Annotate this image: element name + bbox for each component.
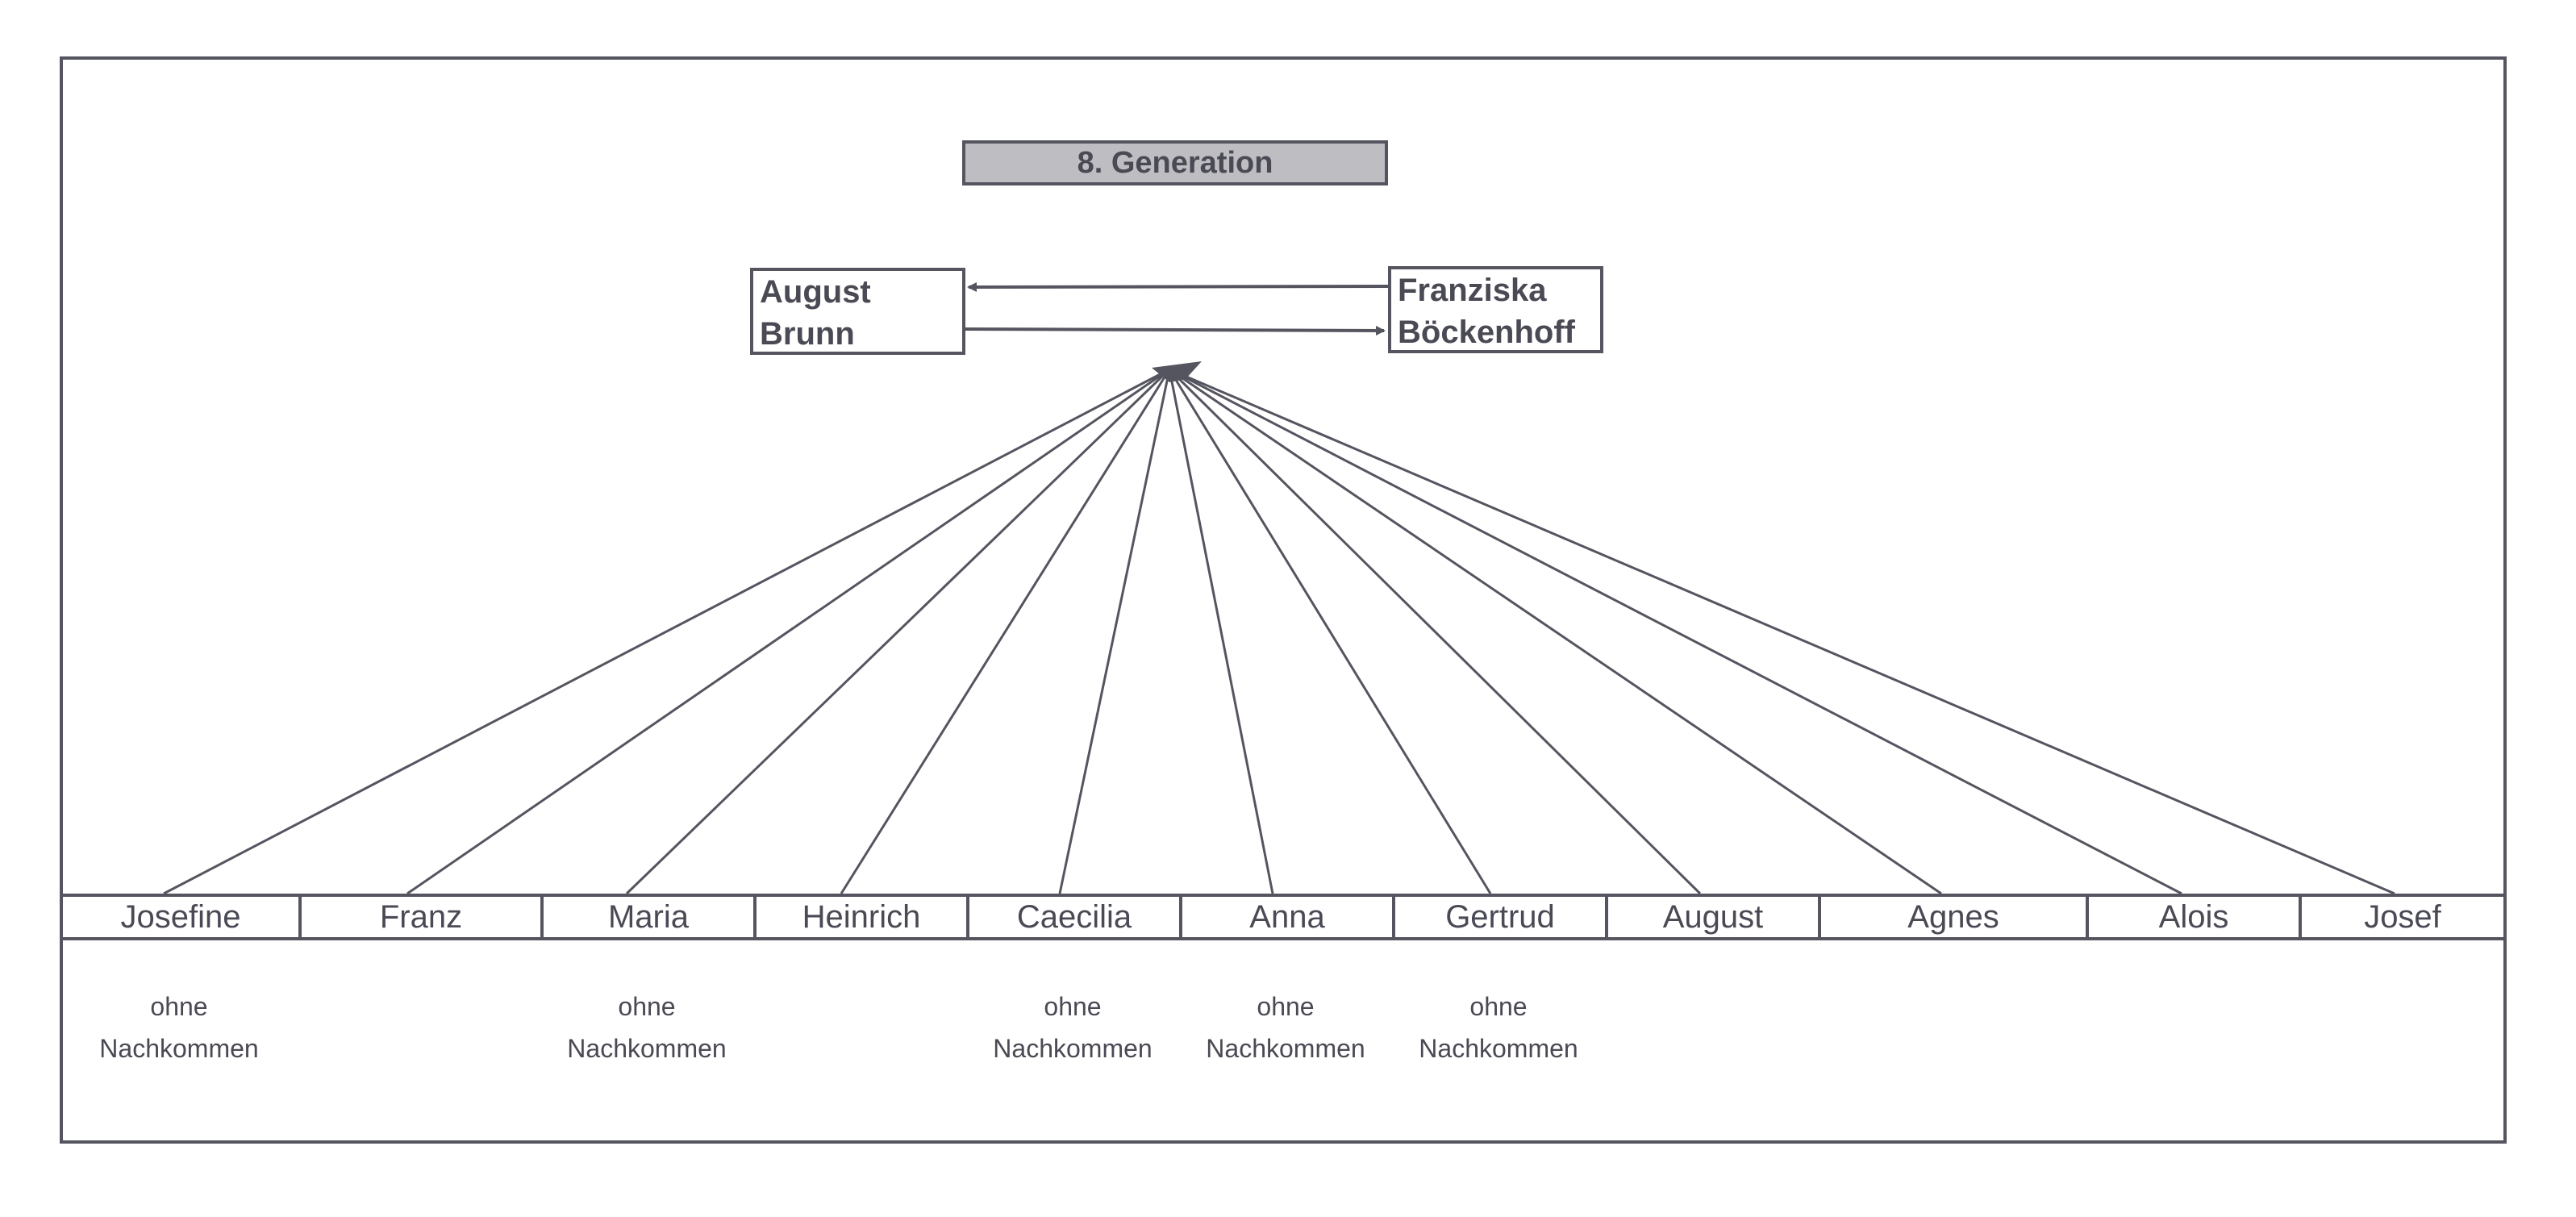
child-cell: Anna — [1179, 894, 1392, 940]
child-cell: Franz — [298, 894, 540, 940]
child-name: Anna — [1249, 898, 1325, 935]
child-connector-line — [1169, 368, 1942, 895]
child-name: Caecilia — [1016, 898, 1132, 935]
child-connector-line — [1169, 368, 2395, 895]
parent-box-father: August Brunn — [750, 268, 965, 355]
child-name: Heinrich — [802, 898, 921, 935]
child-cell: Josefine — [60, 894, 298, 940]
child-cell: Josef — [2299, 894, 2507, 940]
child-cell: Agnes — [1818, 894, 2086, 940]
child-name: Agnes — [1907, 898, 1999, 935]
child-cell: Caecilia — [966, 894, 1179, 940]
child-connector-line — [1168, 369, 1274, 894]
diagram-frame — [60, 56, 2507, 1144]
child-name: Josefine — [120, 898, 241, 935]
child-name: August — [1662, 898, 1764, 935]
note-line-2: Nachkommen — [99, 1034, 259, 1063]
mother-first-name: Franziska — [1398, 273, 1547, 308]
note-line-2: Nachkommen — [1419, 1034, 1578, 1063]
mother-last-name: Böckenhoff — [1398, 315, 1575, 350]
child-connector-line — [406, 368, 1170, 895]
child-cell: Maria — [540, 894, 753, 940]
note-line-1: ohne — [150, 992, 208, 1021]
father-last-name: Brunn — [760, 316, 855, 352]
child-connector-line — [625, 368, 1171, 895]
note-line-2: Nachkommen — [1206, 1034, 1365, 1063]
generation-title: 8. Generation — [962, 140, 1388, 185]
child-name: Gertrud — [1445, 898, 1555, 935]
child-cell: Gertrud — [1392, 894, 1605, 940]
child-connector-line — [1058, 369, 1171, 894]
child-name: Franz — [379, 898, 463, 935]
note-line-1: ohne — [618, 992, 676, 1021]
child-connector-line — [1169, 368, 2182, 895]
note-line-1: ohne — [1469, 992, 1528, 1021]
child-connector-line — [163, 368, 1170, 895]
child-name: Alois — [2158, 898, 2229, 935]
note-line-2: Nachkommen — [567, 1034, 727, 1063]
child-cell: Alois — [2086, 894, 2299, 940]
arrow-to-mother — [961, 325, 1386, 336]
child-connector-line — [1168, 369, 1492, 894]
note-line-1: ohne — [1257, 992, 1315, 1021]
child-cell: Heinrich — [753, 894, 966, 940]
child-cell: August — [1605, 894, 1818, 940]
arrow-to-father — [967, 281, 1389, 292]
note-line-2: Nachkommen — [993, 1034, 1153, 1063]
father-first-name: August — [760, 274, 871, 310]
child-connector-line — [840, 369, 1171, 894]
child-connector-line — [1168, 368, 1702, 895]
child-name: Maria — [607, 898, 690, 935]
parent-box-mother: Franziska Böckenhoff — [1388, 266, 1603, 353]
children-row: Josefine Franz Maria Heinrich Caecilia Anna Ge… — [60, 894, 2507, 940]
note-line-1: ohne — [1044, 992, 1102, 1021]
child-name: Josef — [2364, 898, 2441, 935]
